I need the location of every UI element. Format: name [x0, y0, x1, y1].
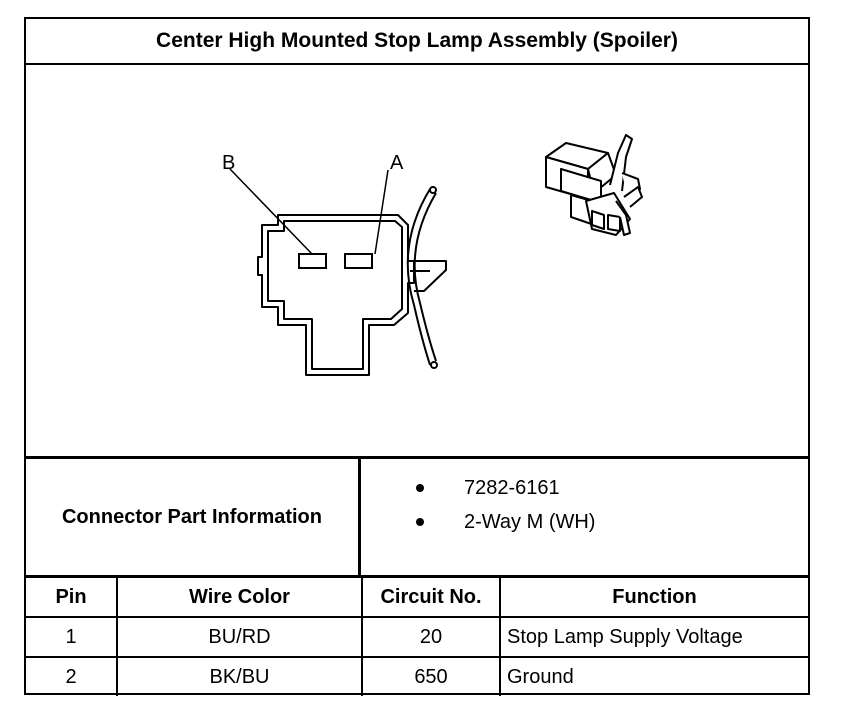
connector-isometric-view	[545, 134, 643, 236]
header-circuit-no: Circuit No.	[361, 575, 501, 618]
pin-a-leader	[374, 169, 389, 255]
pin-b-label: B	[222, 152, 235, 174]
connector-info-item: 2-Way M (WH)	[416, 505, 595, 539]
table-row: 2 BK/BU 650 Ground	[26, 656, 808, 696]
connector-face-outline	[257, 214, 415, 376]
function-cell: Ground	[499, 656, 808, 696]
pin-table: Pin Wire Color Circuit No. Function 1 BU…	[26, 575, 808, 696]
wire-color-cell: BU/RD	[116, 616, 363, 658]
pin-a-label: A	[390, 152, 404, 174]
sheet-title: Center High Mounted Stop Lamp Assembly (…	[26, 19, 808, 65]
connector-info-list: 7282-6161 2-Way M (WH)	[416, 471, 595, 539]
function-cell: Stop Lamp Supply Voltage	[499, 616, 808, 658]
header-pin: Pin	[26, 575, 118, 618]
circuit-no-cell: 650	[361, 656, 501, 696]
bullet-icon	[416, 518, 424, 526]
connector-info-item: 7282-6161	[416, 471, 595, 505]
pin-cell: 1	[26, 616, 118, 658]
pin-table-header: Pin Wire Color Circuit No. Function	[26, 575, 808, 618]
pin-cell: 2	[26, 656, 118, 696]
connector-type: 2-Way M (WH)	[464, 510, 596, 533]
circuit-no-cell: 20	[361, 616, 501, 658]
pin-a-terminal	[344, 253, 373, 269]
header-function: Function	[499, 575, 808, 618]
pin-b-terminal	[298, 253, 327, 269]
pin-b-leader	[229, 168, 313, 255]
table-row: 1 BU/RD 20 Stop Lamp Supply Voltage	[26, 616, 808, 658]
connector-sheet: Center High Mounted Stop Lamp Assembly (…	[24, 17, 810, 696]
wire-color-cell: BK/BU	[116, 656, 363, 696]
part-number: 7282-6161	[464, 476, 560, 499]
bullet-icon	[416, 484, 424, 492]
header-wire-color: Wire Color	[116, 575, 363, 618]
locking-latch	[406, 186, 447, 369]
connector-diagram: B A	[26, 65, 808, 456]
connector-info-label: Connector Part Information	[26, 459, 361, 575]
connector-info-row: Connector Part Information 7282-6161 2-W…	[26, 456, 808, 575]
